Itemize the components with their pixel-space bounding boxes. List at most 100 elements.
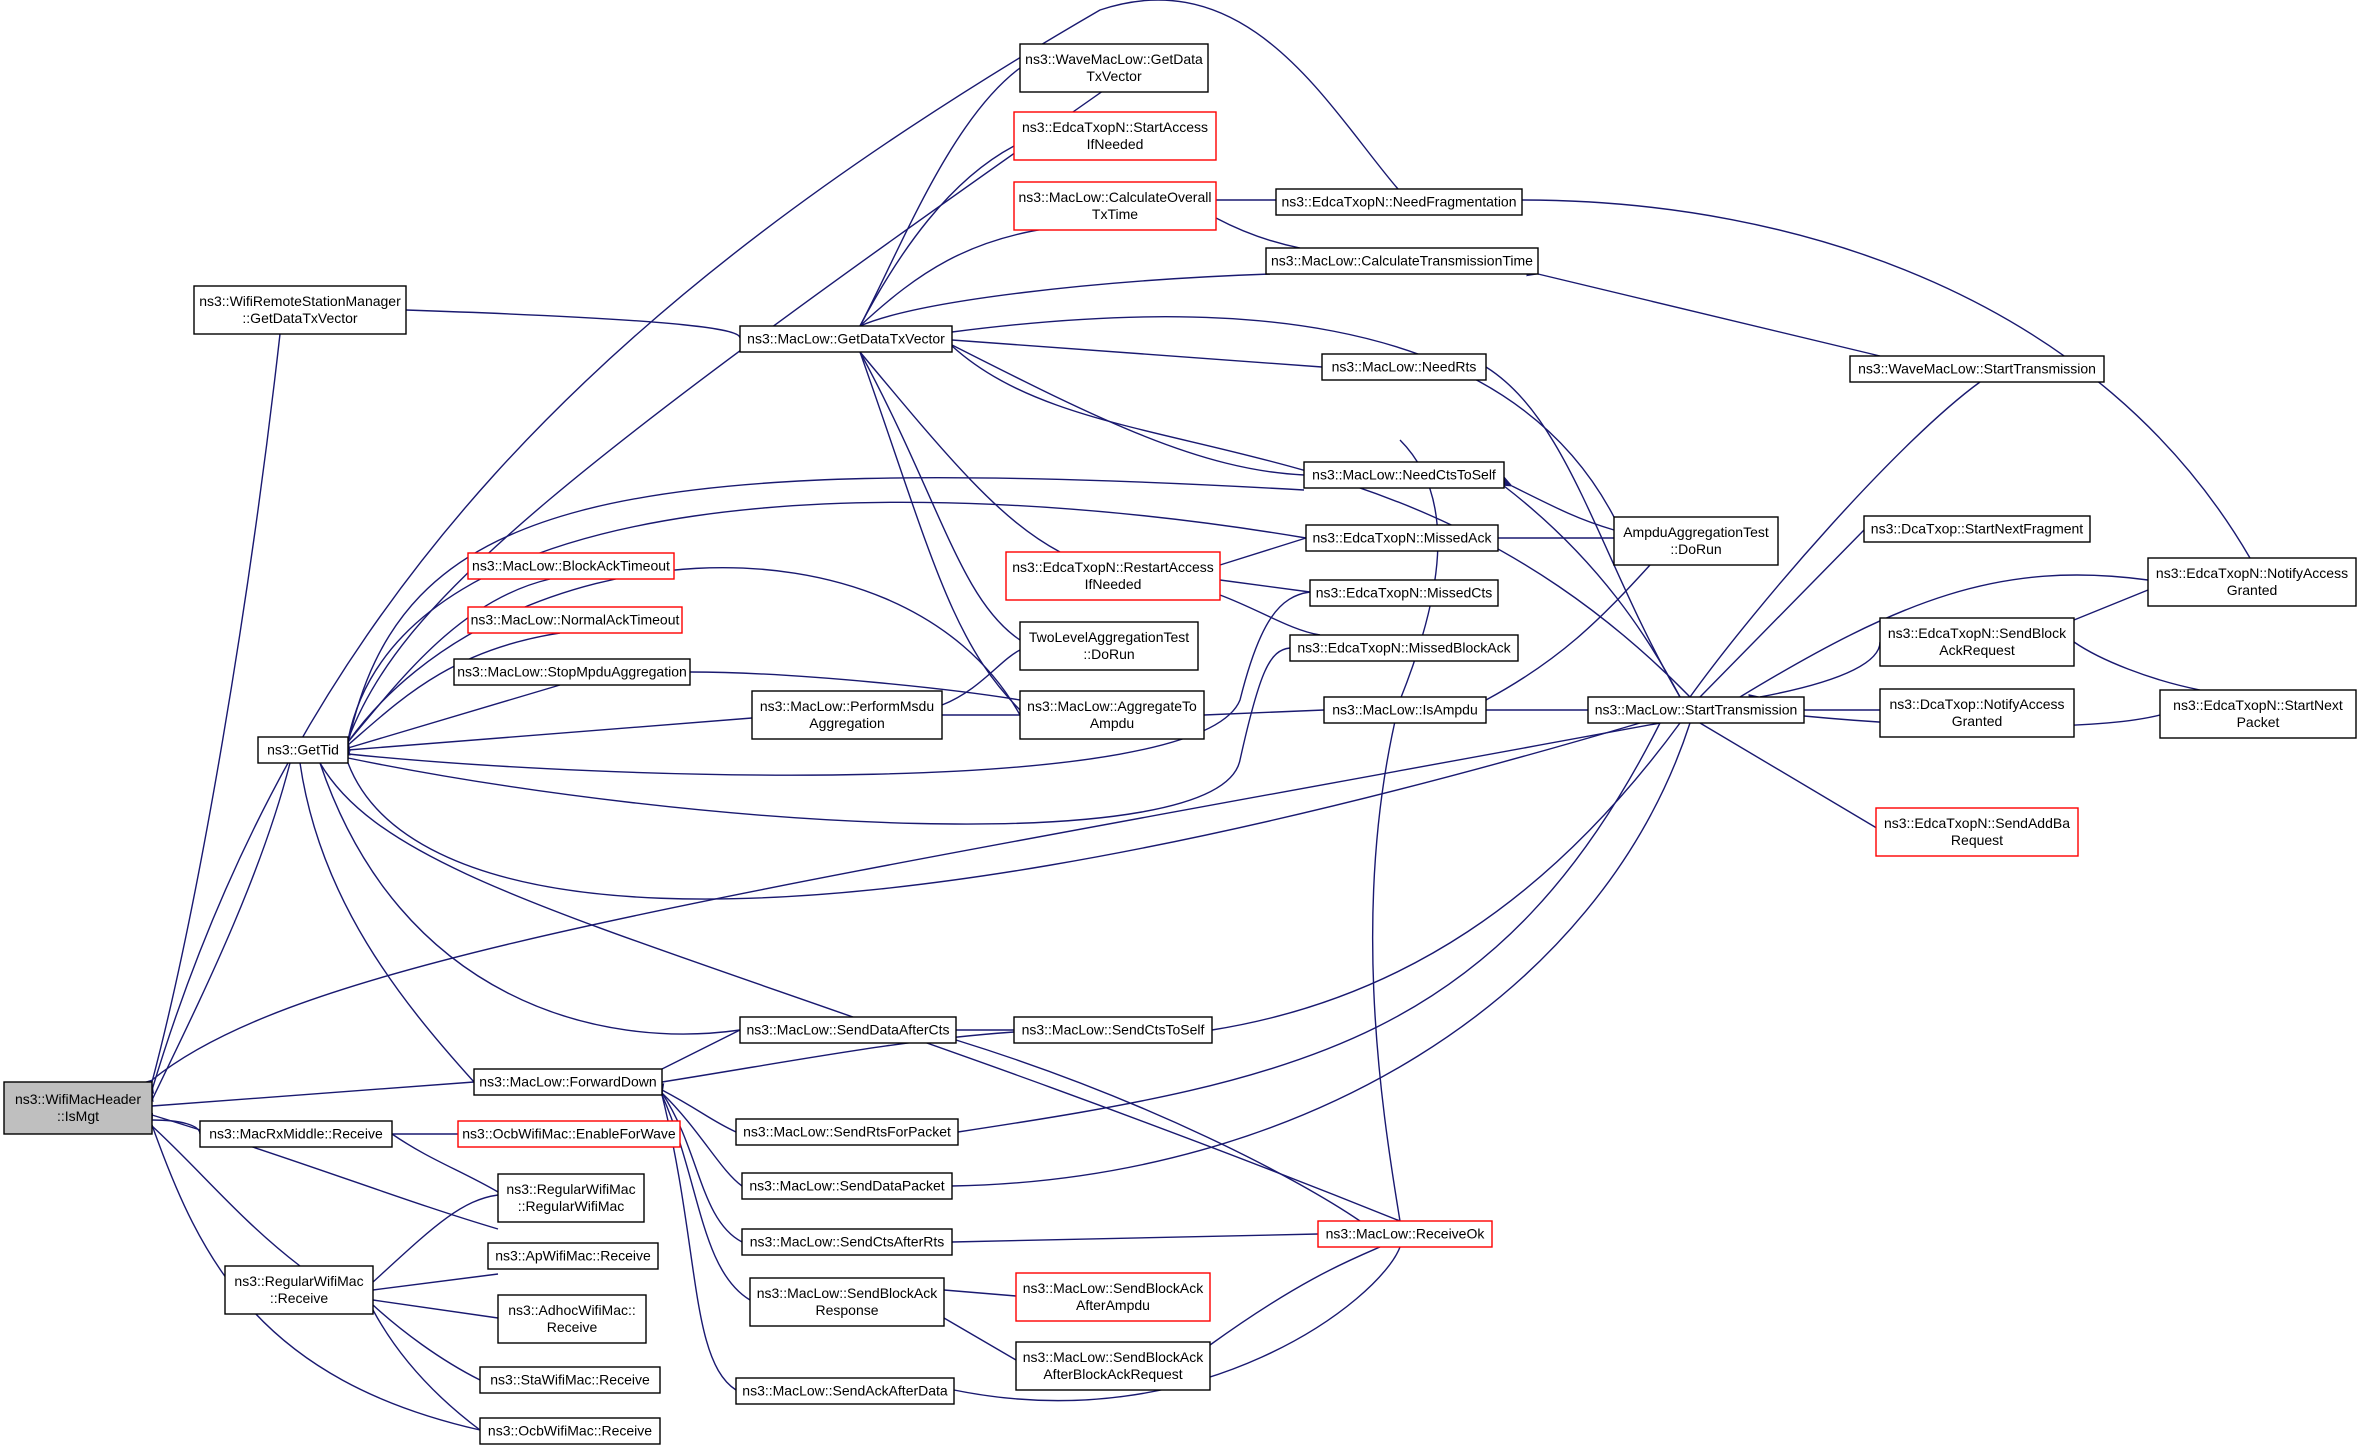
node-box [739,1016,957,1044]
graph-node-wavegetdata[interactable]: ns3::WaveMacLow::GetDataTxVector [1019,43,1209,93]
call-edge-to-gettid [310,750,1401,1222]
graph-node-missedcts[interactable]: ns3::EdcaTxopN::MissedCts [1309,579,1499,607]
graph-node-apwifimac[interactable]: ns3::ApWifiMac::Receive [487,1242,659,1270]
graph-node-wavestarttx[interactable]: ns3::WaveMacLow::StartTransmission [1849,355,2105,383]
graph-node-needfrag[interactable]: ns3::EdcaTxopN::NeedFragmentation [1275,188,1523,216]
graph-node-adhocwifimac[interactable]: ns3::AdhocWifiMac::Receive [497,1294,647,1344]
node-box [2147,557,2357,607]
graph-node-calctransmission[interactable]: ns3::MacLow::CalculateTransmissionTime [1265,247,1539,275]
graph-node-sendackafterdata[interactable]: ns3::MacLow::SendAckAfterData [735,1377,955,1405]
graph-node-senddataafterrcts[interactable]: ns3::MacLow::SendDataAfterCts [739,1016,957,1044]
call-edge-to-sendctsafterrts [940,1233,1319,1248]
graph-node-ocbenable[interactable]: ns3::OcbWifiMac::EnableForWave [457,1120,681,1148]
call-edge-to-starttransmission [1679,381,1981,709]
node-label: ns3::MacLow::SendBlockAck [1023,1349,1205,1365]
graph-node-sendctsafterrts[interactable]: ns3::MacLow::SendCtsAfterRts [741,1228,953,1256]
node-label: ns3::MacLow::ReceiveOk [1326,1226,1486,1242]
graph-node-regularwifimac_ctor[interactable]: ns3::RegularWifiMac::RegularWifiMac [497,1173,645,1223]
node-label: ns3::MacLow::SendDataAfterCts [746,1022,949,1038]
graph-node-ampdutest[interactable]: AmpduAggregationTest::DoRun [1613,516,1779,566]
node-box [257,736,349,764]
node-box [497,1173,645,1223]
node-box [467,606,683,634]
graph-node-starttransmission[interactable]: ns3::MacLow::StartTransmission [1587,696,1805,724]
node-label: Receive [547,1319,598,1335]
call-edge-to-gettid [337,567,1021,754]
call-edge-to-restartaccess [1208,537,1307,574]
call-edge-to-sendackafterdata [942,1246,1401,1402]
call-edge-to-sendblockackresponse [931,1308,1017,1361]
graph-node-needctstoself[interactable]: ns3::MacLow::NeedCtsToSelf [1303,461,1505,489]
graph-node-ocbreceive[interactable]: ns3::OcbWifiMac::Receive [479,1417,661,1445]
graph-node-gettid[interactable]: ns3::GetTid [257,736,349,764]
node-label: ns3::MacLow::SendBlockAck [1023,1280,1205,1296]
graph-node-normalacktimeout[interactable]: ns3::MacLow::NormalAckTimeout [467,606,683,634]
graph-node-senddatapacket[interactable]: ns3::MacLow::SendDataPacket [741,1172,953,1200]
node-label: ns3::EdcaTxopN::RestartAccess [1012,559,1214,575]
graph-node-sendblockackafterbar[interactable]: ns3::MacLow::SendBlockAckAfterBlockAckRe… [1015,1341,1211,1391]
graph-node-sendctstoself[interactable]: ns3::MacLow::SendCtsToSelf [1013,1016,1213,1044]
node-label: ns3::EdcaTxopN::NotifyAccess [2156,565,2348,581]
call-edge-to-gettid [336,632,561,756]
graph-node-needrts[interactable]: ns3::MacLow::NeedRts [1321,353,1487,381]
graph-node-sendrtsforpacket[interactable]: ns3::MacLow::SendRtsForPacket [735,1118,959,1146]
node-label: ns3::MacLow::SendRtsForPacket [743,1124,951,1140]
call-edge-to-regularwifimac_receive [361,1293,499,1319]
graph-node-getdatatxvector_ml[interactable]: ns3::MacLow::GetDataTxVector [739,325,953,353]
node-box [1317,1220,1493,1248]
call-edge-to-forwarddown [650,1081,743,1187]
node-label: ns3::MacRxMiddle::Receive [209,1126,383,1142]
call-edge-to-forwarddown [649,1029,741,1079]
graph-node-stawifimac[interactable]: ns3::StaWifiMac::Receive [479,1366,661,1394]
call-edge-to-forwarddown [650,1031,1015,1089]
graph-node-receiveok[interactable]: ns3::MacLow::ReceiveOk [1317,1220,1493,1248]
node-box [467,552,675,580]
graph-node-stopmpdu[interactable]: ns3::MacLow::StopMpduAggregation [453,658,691,686]
node-box [473,1068,663,1096]
graph-node-twolevel[interactable]: TwoLevelAggregationTest::DoRun [1019,621,1199,671]
node-label: ns3::MacLow::AggregateTo [1027,698,1197,714]
graph-node-getdatatxvector_rsm[interactable]: ns3::WifiRemoteStationManager::GetDataTx… [193,285,407,335]
graph-node-forwarddown[interactable]: ns3::MacLow::ForwardDown [473,1068,663,1096]
call-edge-to-restartaccess [1207,586,1321,636]
node-box [457,1120,681,1148]
graph-node-blockacktimeout[interactable]: ns3::MacLow::BlockAckTimeout [467,552,675,580]
graph-node-regularwifimac_receive[interactable]: ns3::RegularWifiMac::Receive [224,1265,374,1315]
node-box [3,1081,153,1135]
graph-node-isampdu[interactable]: ns3::MacLow::IsAmpdu [1323,696,1487,724]
node-box [749,1277,945,1327]
node-label: ns3::EdcaTxopN::MissedCts [1316,585,1493,601]
call-edge-to-gettid [340,476,1305,756]
graph-node-ismgt[interactable]: ns3::WifiMacHeader::IsMgt [3,1081,153,1135]
node-box [1015,1341,1211,1391]
graph-node-dcastartnextfrag[interactable]: ns3::DcaTxop::StartNextFragment [1863,515,2091,543]
call-edge-to-gettid [336,717,753,756]
node-box [1879,688,2075,738]
node-label: Aggregation [809,715,885,731]
node-box [741,1228,953,1256]
node-label: ns3::MacLow::IsAmpdu [1332,702,1478,718]
call-edge-to-sendblockackresponse [932,1284,1017,1297]
graph-node-missedblockack[interactable]: ns3::EdcaTxopN::MissedBlockAck [1289,634,1519,662]
node-label: ns3::MacLow::GetDataTxVector [747,331,945,347]
call-edge-to-calctransmission [1526,266,1881,357]
graph-node-missedack[interactable]: ns3::EdcaTxopN::MissedAck [1305,524,1499,552]
node-box [1019,690,1205,740]
node-label: ns3::EdcaTxopN::SendAddBa [1884,815,2070,831]
call-edge-to-regularwifimac_receive [363,1297,481,1431]
node-box [479,1417,661,1445]
call-edge-to-starttransmission [1748,641,1881,704]
graph-node-macrxmiddle[interactable]: ns3::MacRxMiddle::Receive [199,1120,393,1148]
